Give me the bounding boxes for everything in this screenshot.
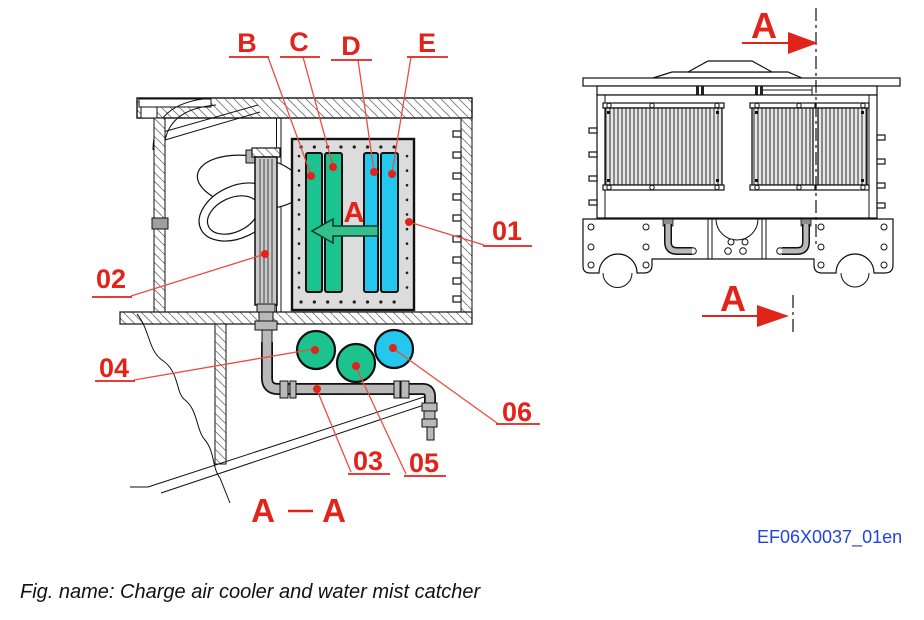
section-mark-bottom-label: A (720, 278, 746, 319)
section-mark-top-label: A (751, 5, 777, 46)
callout-d-label: D (341, 31, 361, 61)
callout-e-label: E (418, 28, 436, 58)
top-flange (582, 60, 901, 96)
cooler-fin-panels (602, 102, 870, 191)
callout-leaders (130, 56, 498, 475)
flow-arrow-label: A (344, 197, 365, 229)
callout-05-label: 05 (409, 448, 439, 478)
frame-drain-pipes (662, 218, 812, 255)
drain-valve (421, 402, 438, 441)
drawing-reference: EF06X0037_01en (757, 527, 902, 548)
water-mist-catcher (245, 147, 281, 345)
callout-03-label: 03 (353, 446, 383, 476)
section-cutting-plane: A A (702, 5, 818, 334)
section-view-a-a: A B (92, 27, 540, 529)
section-title: A A (251, 492, 346, 529)
charge-air-cooler: A (290, 137, 416, 312)
flow-direction-arrow: A (310, 197, 379, 245)
section-title-right: A (322, 492, 346, 529)
callout-c-label: C (289, 27, 309, 57)
front-view: A A (582, 5, 901, 334)
section-arrow-bottom: A (702, 278, 789, 327)
right-wall-tabs (452, 130, 462, 303)
callout-02-label: 02 (96, 264, 126, 294)
figure-caption: Fig. name: Charge air cooler and water m… (20, 581, 482, 603)
cooler-element-b (305, 152, 323, 293)
section-arrow-top: A (742, 5, 818, 54)
callout-b-label: B (237, 28, 257, 58)
callout-04-label: 04 (99, 353, 129, 383)
cooler-element-e (380, 152, 399, 293)
drain-pipe (261, 342, 438, 441)
callout-labels: B C D E 01 02 04 03 05 06 (92, 27, 540, 478)
air-duct-elbow (196, 154, 304, 242)
section-title-left: A (251, 492, 275, 529)
callout-01-label: 01 (492, 216, 522, 246)
callout-06-label: 06 (502, 397, 532, 427)
